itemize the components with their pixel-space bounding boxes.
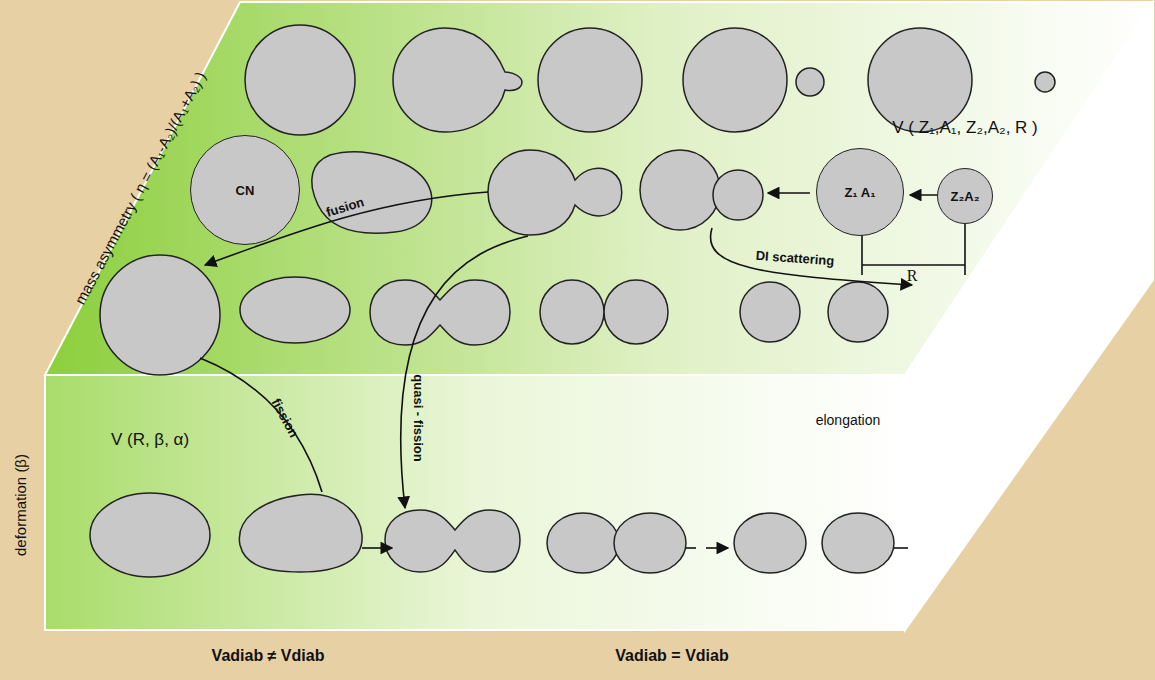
nucleus-label: CN xyxy=(236,183,255,198)
distance-label: R xyxy=(907,267,918,285)
process-label: quasi - fission xyxy=(411,374,426,461)
nucleus-label: Z₂A₂ xyxy=(951,189,980,204)
target-nucleus: Z₂A₂ xyxy=(937,168,993,224)
compound-nucleus: CN xyxy=(190,135,300,245)
axis-label: elongation xyxy=(816,412,881,428)
potential-formula: V ( Z₁,A₁, Z₂,A₂, R ) xyxy=(892,118,1038,138)
potential-condition: Vadiab = Vdiab xyxy=(615,647,728,665)
potential-formula: V (R, β, α) xyxy=(111,430,189,450)
projectile-nucleus: Z₁ A₁ xyxy=(816,148,904,236)
potential-condition: Vadiab ≠ Vdiab xyxy=(212,647,325,665)
axis-label: deformation (β) xyxy=(12,454,29,556)
nucleus-label: Z₁ A₁ xyxy=(844,185,875,200)
